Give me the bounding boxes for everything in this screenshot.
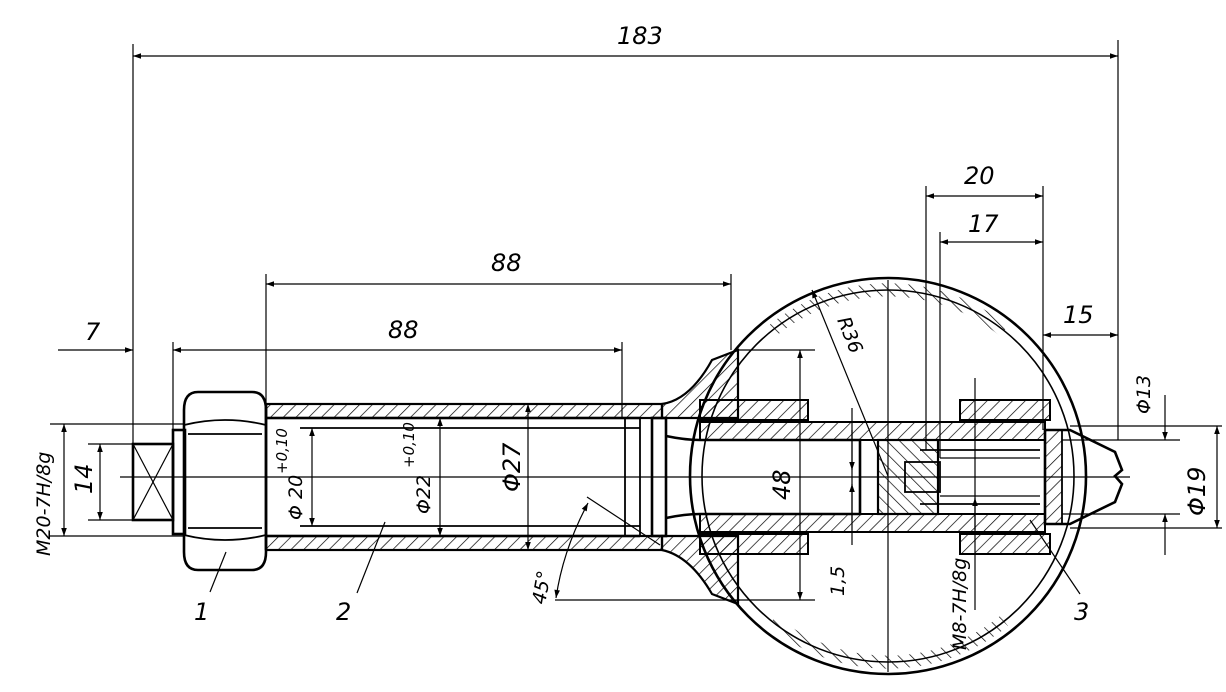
thread-m8: M8-7H/8g bbox=[949, 558, 971, 650]
part-geometry bbox=[120, 276, 1130, 676]
callout-part-2: 2 bbox=[336, 598, 351, 626]
dim-88-upper: 88 bbox=[491, 249, 522, 277]
dim-d20-tolerance: +0,10 bbox=[273, 428, 291, 474]
plug bbox=[876, 438, 940, 516]
dim-d27: Φ27 bbox=[498, 442, 526, 492]
callout-part-3: 3 bbox=[1074, 598, 1089, 626]
dim-14: 14 bbox=[70, 463, 98, 494]
dim-17: 17 bbox=[968, 210, 999, 238]
sleeve bbox=[264, 402, 668, 552]
dim-7: 7 bbox=[85, 318, 101, 346]
dim-d13: Φ13 bbox=[1133, 375, 1155, 414]
dim-20: 20 bbox=[964, 162, 995, 190]
dim-45deg: 45° bbox=[528, 569, 556, 606]
dimension-labels: 183 7 88 88 20 17 15 R36 Φ13 Φ19 Φ27 Φ22… bbox=[33, 22, 1211, 650]
dim-183: 183 bbox=[617, 22, 663, 50]
dim-48: 48 bbox=[768, 469, 796, 500]
part-callouts: 1 2 3 bbox=[194, 598, 1089, 626]
thread-m20: M20-7H/8g bbox=[33, 452, 55, 556]
dim-1-5: 1,5 bbox=[827, 566, 849, 596]
dim-88-lower: 88 bbox=[388, 316, 419, 344]
ball-outer bbox=[688, 276, 1088, 676]
dim-d22-tolerance: +0,10 bbox=[400, 422, 418, 468]
dim-d19: Φ19 bbox=[1183, 467, 1211, 516]
dimension-lines bbox=[50, 40, 1222, 601]
hex-nut bbox=[182, 390, 268, 572]
dim-d20: Φ 20 bbox=[285, 475, 307, 520]
dim-15: 15 bbox=[1063, 301, 1094, 329]
dim-r36: R36 bbox=[832, 314, 866, 357]
dim-d22: Φ22 bbox=[413, 475, 435, 514]
callout-part-1: 1 bbox=[194, 598, 209, 626]
